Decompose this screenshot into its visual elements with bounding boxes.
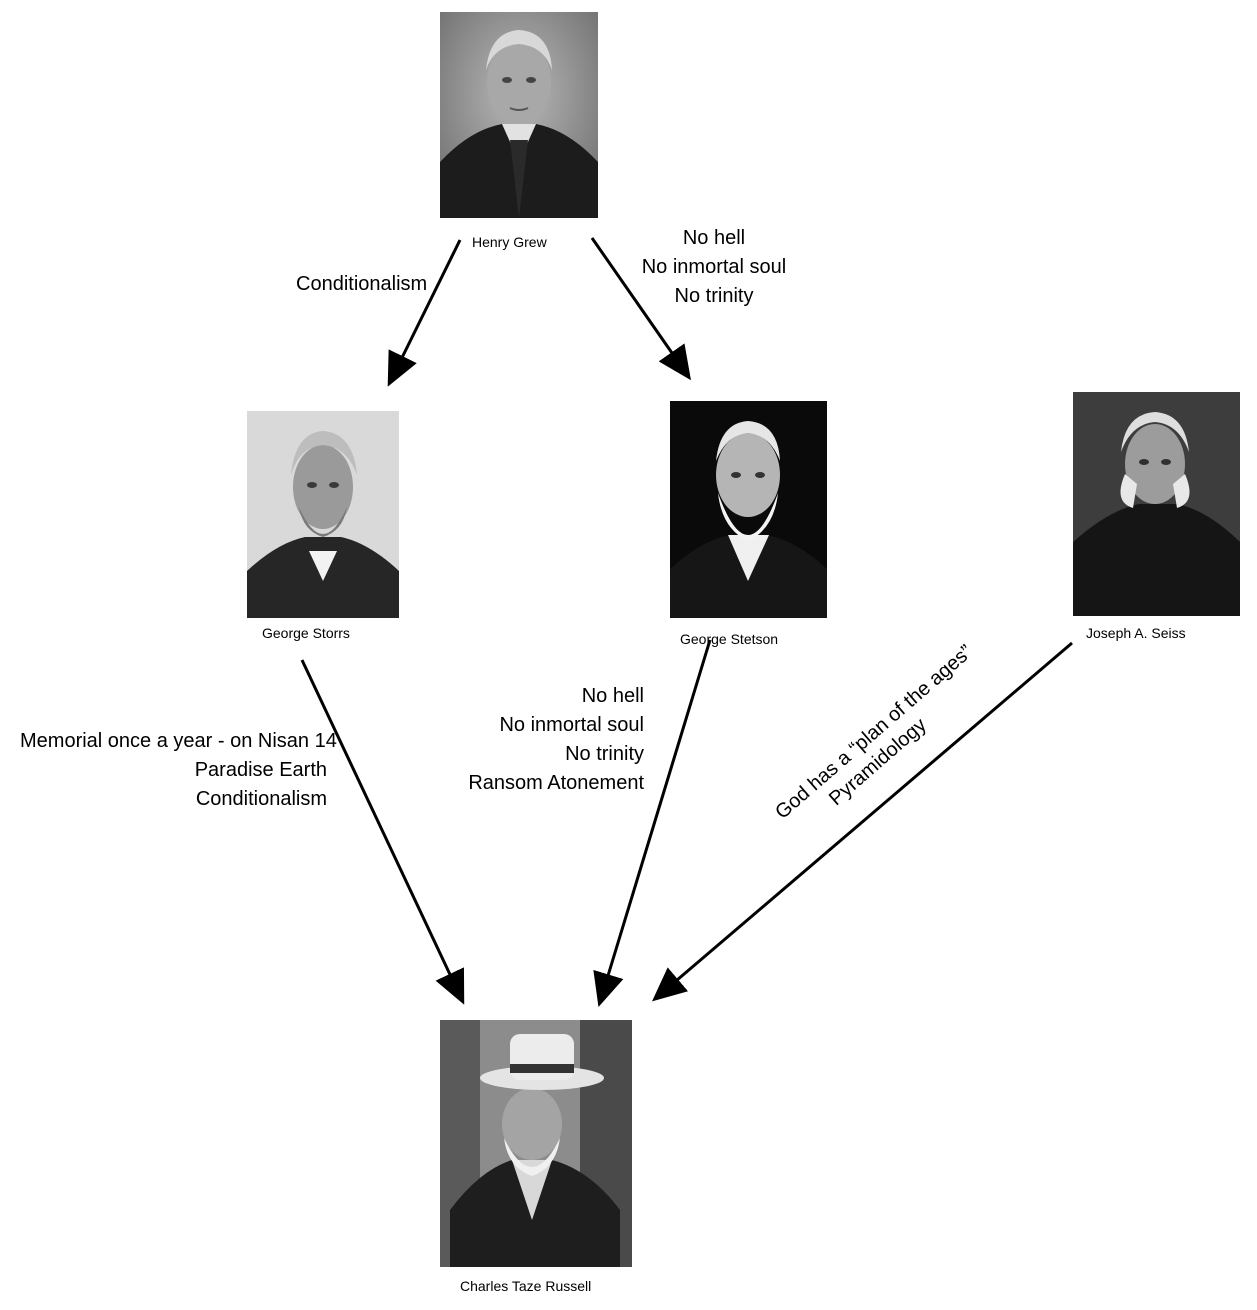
- label-line: No hell: [682, 227, 746, 249]
- portrait-george-stetson: [670, 401, 827, 618]
- arrow-stetson-to-russell: [593, 639, 712, 1008]
- label-line: No trinity: [674, 285, 754, 307]
- arrow-storrs-to-russell: [300, 659, 465, 1005]
- label-line: Conditionalism: [195, 788, 327, 810]
- label-line: No trinity: [565, 743, 644, 765]
- label-line: No hell: [581, 685, 644, 707]
- portrait-george-storrs: [247, 411, 399, 618]
- label-line: No inmortal soul: [499, 714, 644, 736]
- label-storrs-to-russell: Memorial once a year - on Nisan 14 Parad…: [20, 727, 337, 814]
- label-line: No inmortal soul: [641, 256, 787, 278]
- arrow-grew-to-stetson: [590, 237, 691, 381]
- name-charles-russell: Charles Taze Russell: [460, 1278, 592, 1294]
- label-stetson-to-russell: No hell No inmortal soul No trinity Rans…: [460, 682, 644, 798]
- label-line: Conditionalism: [296, 273, 428, 295]
- name-henry-grew: Henry Grew: [472, 234, 547, 250]
- label-grew-to-stetson: No hell No inmortal soul No trinity: [636, 224, 792, 311]
- name-joseph-seiss: Joseph A. Seiss: [1086, 625, 1186, 641]
- label-line: Memorial once a year - on Nisan 14: [20, 730, 337, 752]
- arrow-seiss-to-russell: [652, 641, 1073, 1002]
- name-george-stetson: George Stetson: [680, 631, 779, 647]
- label-line: Ransom Atonement: [468, 772, 644, 794]
- label-line: Paradise Earth: [194, 759, 327, 781]
- arrow-grew-to-storrs: [387, 239, 462, 387]
- portrait-charles-russell: [440, 1020, 632, 1267]
- name-george-storrs: George Storrs: [262, 625, 350, 641]
- portrait-joseph-seiss: [1073, 392, 1240, 616]
- label-grew-to-storrs: Conditionalism: [296, 270, 427, 299]
- portrait-henry-grew: [440, 12, 598, 218]
